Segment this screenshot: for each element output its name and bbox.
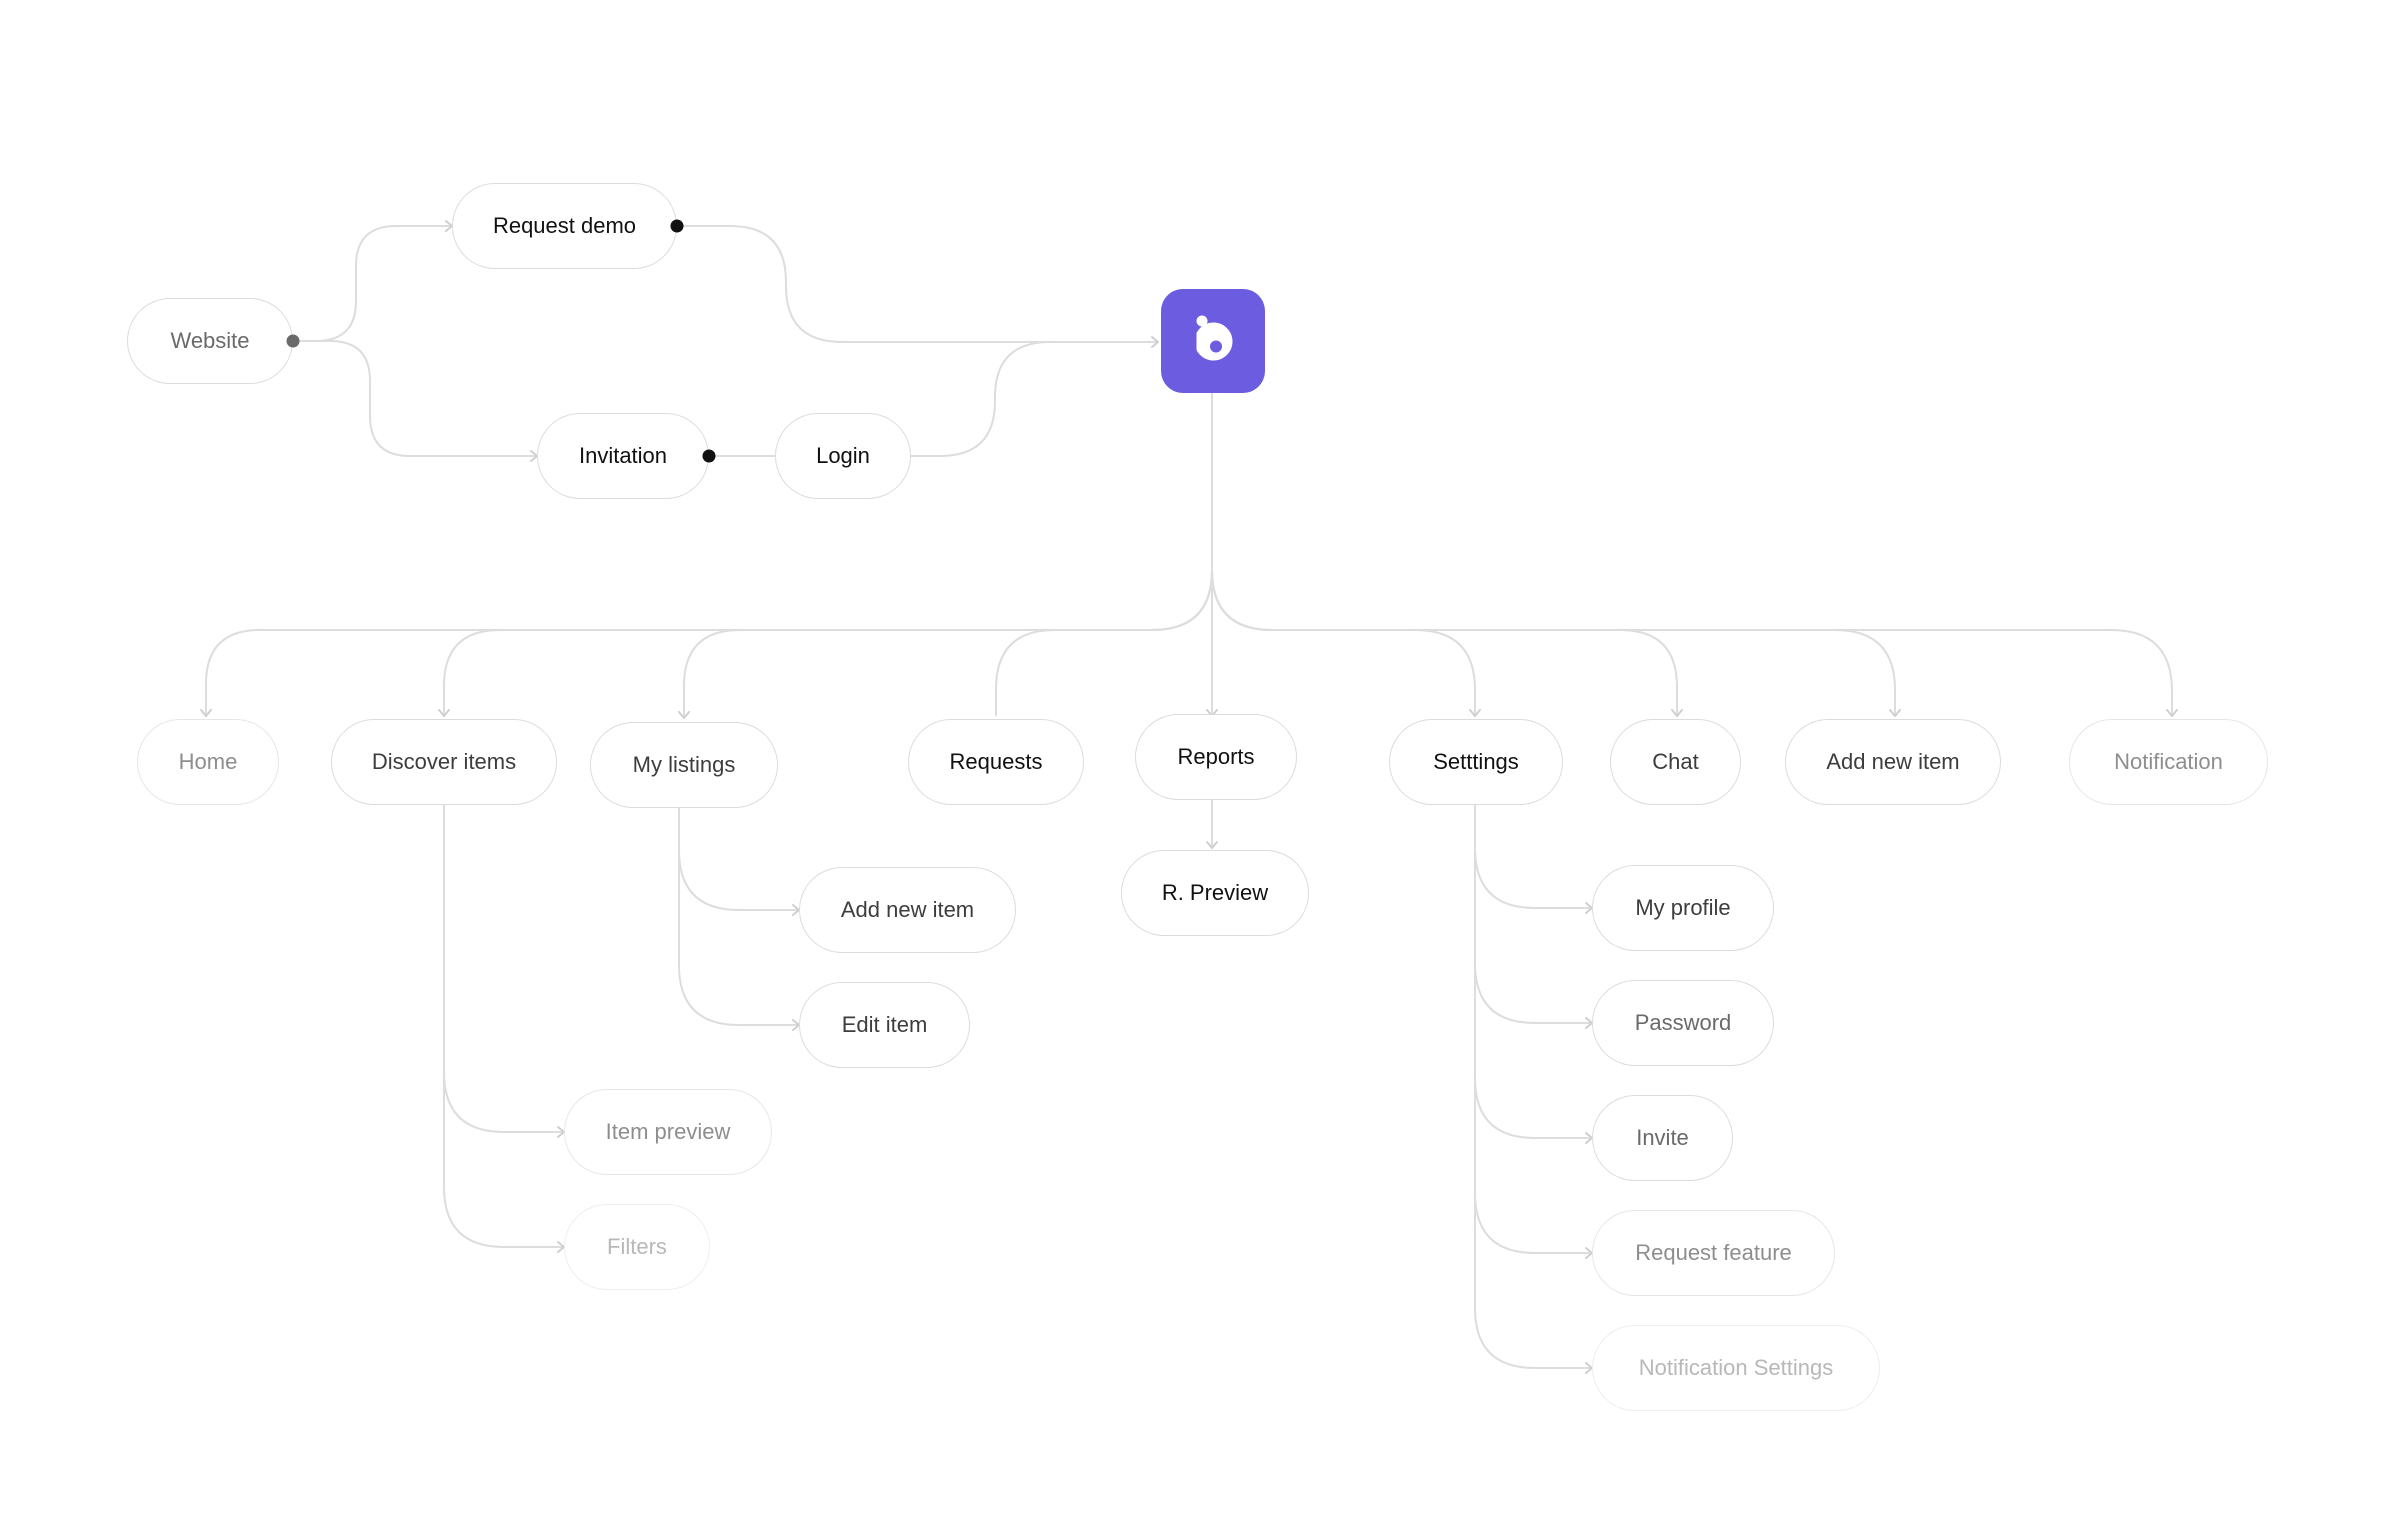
request-feature-node[interactable]: Request feature	[1592, 1210, 1835, 1296]
nav-reports-node[interactable]: Reports	[1135, 714, 1297, 800]
nav-add-new-item-label: Add new item	[1826, 749, 1960, 774]
filters-node[interactable]: Filters	[564, 1204, 710, 1290]
edit-item-label: Edit item	[841, 1012, 928, 1037]
nav-settings-node[interactable]: Setttings	[1389, 719, 1563, 805]
invitation-connector-dot	[702, 449, 716, 463]
reports-preview-node[interactable]: R. Preview	[1121, 850, 1309, 936]
nav-home-node[interactable]: Home	[137, 719, 279, 805]
nav-settings-label: Setttings	[1433, 749, 1519, 774]
password-node[interactable]: Password	[1592, 980, 1774, 1066]
request-demo-label: Request demo	[492, 213, 637, 238]
request-demo-connector-dot	[670, 219, 684, 233]
website-label: Website	[170, 328, 250, 353]
request-demo-node[interactable]: Request demo	[452, 183, 677, 269]
notification-settings-label: Notification Settings	[1638, 1355, 1834, 1380]
nav-discover-items-label: Discover items	[371, 749, 517, 774]
edit-item-node[interactable]: Edit item	[799, 982, 970, 1068]
invitation-label: Invitation	[578, 443, 668, 468]
nav-requests-node[interactable]: Requests	[908, 719, 1084, 805]
invitation-node[interactable]: Invitation	[537, 413, 709, 499]
nav-home-label: Home	[178, 749, 238, 774]
app-logo-b-icon	[1196, 315, 1233, 361]
nav-requests-label: Requests	[949, 749, 1043, 774]
nav-my-listings-node[interactable]: My listings	[590, 722, 778, 808]
my-profile-node[interactable]: My profile	[1592, 865, 1774, 951]
website-node[interactable]: Website	[127, 298, 293, 384]
request-feature-label: Request feature	[1635, 1240, 1792, 1265]
nav-chat-label: Chat	[1652, 749, 1699, 774]
login-label: Login	[816, 443, 870, 468]
password-label: Password	[1634, 1010, 1732, 1035]
nav-add-new-item-node[interactable]: Add new item	[1785, 719, 2001, 805]
login-node[interactable]: Login	[775, 413, 911, 499]
my-profile-label: My profile	[1635, 895, 1731, 920]
item-preview-label: Item preview	[605, 1119, 731, 1144]
website-connector-dot	[286, 334, 300, 348]
invite-label: Invite	[1636, 1125, 1689, 1150]
invite-node[interactable]: Invite	[1592, 1095, 1733, 1181]
nav-discover-items-node[interactable]: Discover items	[331, 719, 557, 805]
notification-settings-node[interactable]: Notification Settings	[1592, 1325, 1880, 1411]
listings-add-new-item-label: Add new item	[840, 897, 975, 922]
app-logo[interactable]	[1161, 289, 1265, 393]
filters-label: Filters	[607, 1234, 667, 1259]
nav-notification-label: Notification	[2114, 749, 2223, 774]
nav-notification-node[interactable]: Notification	[2069, 719, 2268, 805]
nav-chat-node[interactable]: Chat	[1610, 719, 1741, 805]
item-preview-node[interactable]: Item preview	[564, 1089, 772, 1175]
reports-preview-label: R. Preview	[1161, 880, 1269, 905]
nav-my-listings-label: My listings	[632, 752, 736, 777]
listings-add-new-item-node[interactable]: Add new item	[799, 867, 1016, 953]
nav-reports-label: Reports	[1177, 744, 1255, 769]
